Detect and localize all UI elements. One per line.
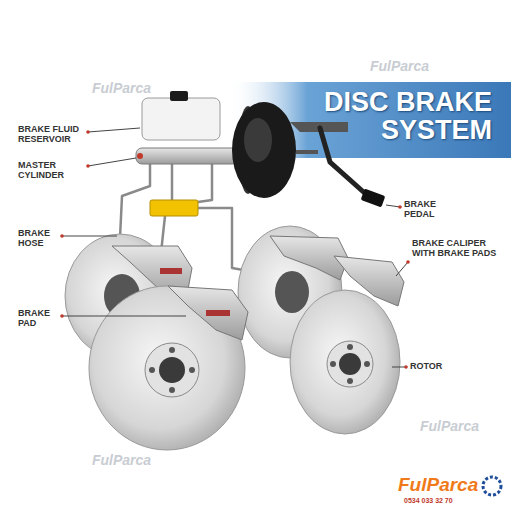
part-label-holder: BRAKE PEDAL <box>404 199 450 220</box>
leader-lines <box>62 128 408 367</box>
part-label: BRAKE CALIPER WITH BRAKE PADS <box>412 238 502 259</box>
title-box: DISC BRAKE SYSTEM <box>300 88 492 145</box>
phone-number-holder: 0534 033 32 70 <box>404 497 453 505</box>
caliper <box>334 256 404 306</box>
watermark: FulParca <box>370 58 429 74</box>
hub-center <box>339 353 361 375</box>
booster-highlight <box>244 118 272 162</box>
part-label-holder: BRAKE FLUID RESERVOIR <box>18 124 86 145</box>
part-label: BRAKE HOSE <box>18 228 60 249</box>
part-label-holder: BRAKE HOSE <box>18 228 60 249</box>
watermark-holder: FulParca <box>420 418 479 434</box>
rotor <box>290 290 400 434</box>
reservoir-cap <box>170 91 188 101</box>
watermark: FulParca <box>92 80 151 96</box>
watermark: FulParca <box>92 452 151 468</box>
fluid-reservoir <box>142 98 220 140</box>
watermark-holder: FulParca <box>370 58 429 74</box>
brake-booster <box>232 102 296 198</box>
caliper <box>168 286 248 340</box>
pedal-arm <box>320 128 368 196</box>
hub <box>145 343 199 397</box>
brand-logo-holder: FulParca <box>398 474 478 496</box>
watermark: FulParca <box>420 418 479 434</box>
phone-number: 0534 033 32 70 <box>404 497 453 505</box>
part-label: ROTOR <box>410 361 442 371</box>
part-label: BRAKE PEDAL <box>404 199 450 220</box>
watermark-holder: FulParca <box>92 80 151 96</box>
pedal-pad <box>361 189 386 208</box>
part-label-holder: BRAKE PAD <box>18 308 60 329</box>
logo-gear <box>483 477 501 495</box>
part-label: MASTER CYLINDER <box>18 160 80 181</box>
part-label-holder: BRAKE CALIPER WITH BRAKE PADS <box>412 238 502 259</box>
part-label-holder: ROTOR <box>410 361 442 371</box>
proportioning-valve <box>150 200 198 216</box>
push-rod <box>296 150 318 154</box>
fitting <box>137 153 143 159</box>
rotor <box>89 286 245 450</box>
hub-center <box>159 357 185 383</box>
hub <box>327 341 373 387</box>
brand-logo: FulParca <box>398 474 478 496</box>
part-label-holder: MASTER CYLINDER <box>18 160 80 181</box>
part-label: BRAKE PAD <box>18 308 60 329</box>
hub <box>275 271 309 313</box>
diagram-title: DISC BRAKE SYSTEM <box>300 88 492 145</box>
watermark-holder: FulParca <box>92 452 151 468</box>
master-cylinder <box>136 148 238 164</box>
part-label: BRAKE FLUID RESERVOIR <box>18 124 86 145</box>
brake-pad-shape <box>160 268 182 274</box>
leader-dots <box>60 130 410 369</box>
brake-pad-shape <box>206 310 230 316</box>
